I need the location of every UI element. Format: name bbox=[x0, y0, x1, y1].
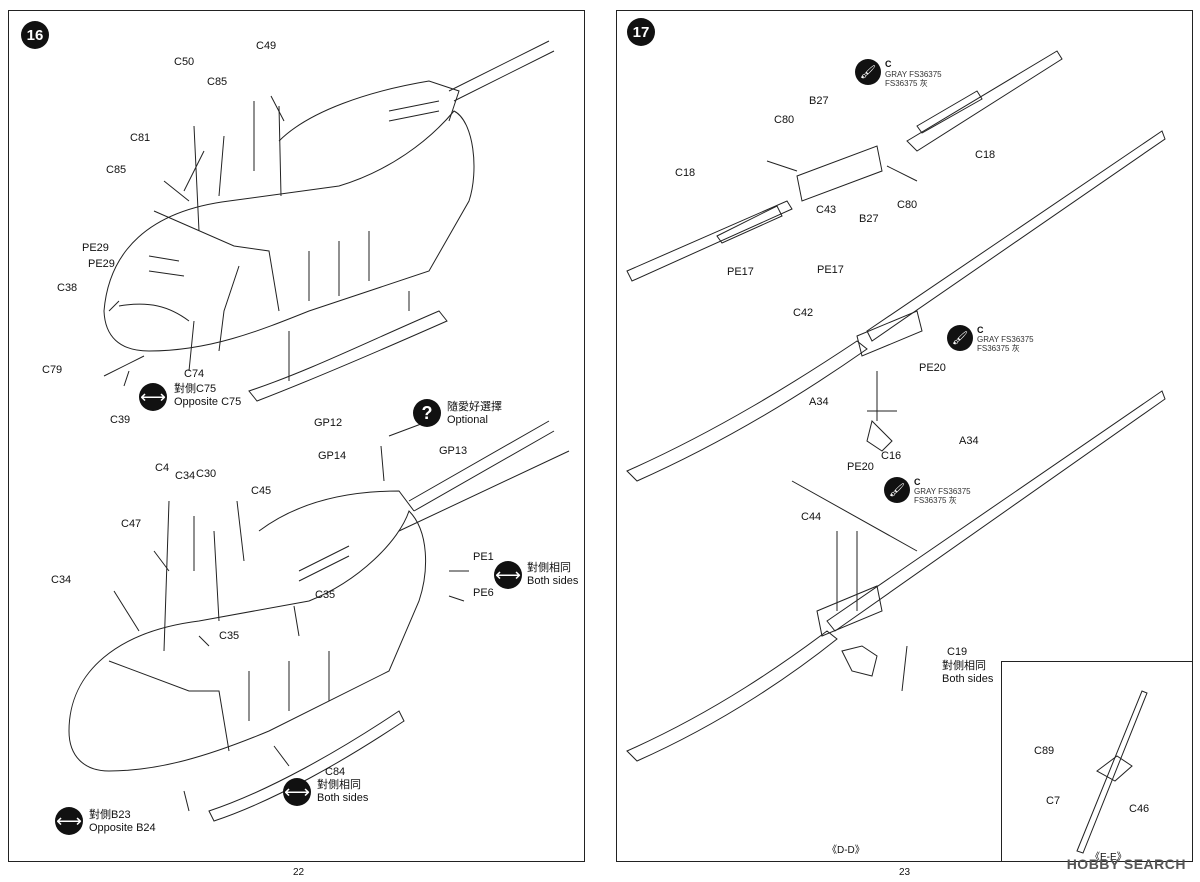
part-label: PE20 bbox=[847, 461, 874, 473]
paint-line: FS36375 灰 bbox=[914, 496, 957, 506]
part-label: A34 bbox=[959, 435, 979, 447]
paint-line: FS36375 灰 bbox=[977, 344, 1020, 354]
part-label: C38 bbox=[57, 282, 78, 294]
paint-brush-icon: 🖌 bbox=[855, 59, 881, 85]
note-cn: 對側C75 bbox=[174, 383, 217, 395]
part-label: C89 bbox=[1034, 745, 1055, 757]
part-label: C85 bbox=[106, 164, 127, 176]
rotor-diagram bbox=[626, 50, 1166, 854]
part-label: C47 bbox=[121, 518, 142, 530]
note-cn: 隨愛好選擇 bbox=[447, 401, 502, 413]
part-label: B27 bbox=[809, 95, 829, 107]
step-number-icon: 16 bbox=[21, 21, 49, 49]
paint-color: GRAY FS36375 FS36375 灰 bbox=[885, 70, 942, 88]
part-label: C19 bbox=[947, 646, 968, 658]
part-label: C42 bbox=[793, 307, 814, 319]
both-sides-note: 對側相同 Both sides bbox=[942, 660, 993, 686]
step-number-icon: 17 bbox=[627, 18, 655, 46]
part-label: C35 bbox=[219, 630, 240, 642]
part-label: A34 bbox=[809, 396, 829, 408]
part-label: B27 bbox=[859, 213, 879, 225]
part-label: C16 bbox=[881, 450, 902, 462]
part-label: C46 bbox=[1129, 803, 1150, 815]
double-arrow-icon: ⟷ bbox=[494, 561, 522, 589]
note-en: Both sides bbox=[317, 792, 369, 805]
paint-brush-icon: 🖌 bbox=[884, 477, 910, 503]
part-label: C39 bbox=[110, 414, 131, 426]
note-en: Both sides bbox=[527, 575, 579, 588]
part-label: C84 bbox=[325, 766, 346, 778]
double-arrow-icon: ⟷ bbox=[55, 807, 83, 835]
part-label: PE17 bbox=[727, 266, 754, 278]
paint-brush-icon: 🖌 bbox=[947, 325, 973, 351]
part-label: C35 bbox=[315, 589, 336, 601]
part-label: C7 bbox=[1046, 795, 1061, 807]
part-label: C85 bbox=[207, 76, 228, 88]
paint-line: GRAY FS36375 bbox=[885, 70, 942, 79]
section-label: 《D-D》 bbox=[827, 845, 865, 856]
part-label: C18 bbox=[975, 149, 996, 161]
both-sides-note: 對側相同 Both sides bbox=[317, 779, 368, 805]
part-label: C43 bbox=[816, 204, 837, 216]
part-label: C34 bbox=[175, 470, 196, 482]
part-label: PE1 bbox=[473, 551, 494, 563]
note-en: Opposite B24 bbox=[89, 822, 156, 835]
paint-line: GRAY FS36375 bbox=[914, 487, 971, 496]
part-label: PE20 bbox=[919, 362, 946, 374]
note-en: Both sides bbox=[942, 673, 994, 686]
part-label: C81 bbox=[130, 132, 151, 144]
part-label: C18 bbox=[675, 167, 696, 179]
part-label: PE29 bbox=[82, 242, 109, 254]
part-label: GP14 bbox=[318, 450, 347, 462]
part-label: C80 bbox=[774, 114, 795, 126]
paint-color: GRAY FS36375 FS36375 灰 bbox=[914, 487, 971, 505]
part-label: PE6 bbox=[473, 587, 494, 599]
part-label: C49 bbox=[256, 40, 277, 52]
instruction-page-left: 16 C49 C50 C85 C81 C85 PE29 PE29 C38 C79… bbox=[8, 10, 585, 878]
helicopter-diagram-top bbox=[103, 40, 555, 402]
part-label: PE17 bbox=[817, 264, 844, 276]
note-cn: 對側B23 bbox=[89, 809, 131, 821]
part-label: C30 bbox=[196, 468, 217, 480]
helicopter-diagram-bottom bbox=[68, 420, 570, 822]
paint-line: GRAY FS36375 bbox=[977, 335, 1034, 344]
paint-code: C bbox=[914, 477, 921, 487]
part-label: C74 bbox=[184, 368, 205, 380]
part-label: C50 bbox=[174, 56, 195, 68]
paint-line: FS36375 灰 bbox=[885, 79, 928, 89]
watermark-logo: HOBBY SEARCH bbox=[1066, 856, 1186, 872]
part-label: C79 bbox=[42, 364, 63, 376]
part-label: GP12 bbox=[314, 417, 343, 429]
page-number: 23 bbox=[899, 867, 911, 878]
part-label: C45 bbox=[251, 485, 272, 497]
opposite-note: 對側B23 Opposite B24 bbox=[89, 809, 156, 835]
part-label: C4 bbox=[155, 462, 170, 474]
paint-code: C bbox=[977, 325, 984, 335]
question-icon: ? bbox=[413, 399, 441, 427]
page-number: 22 bbox=[293, 867, 305, 878]
note-cn: 對側相同 bbox=[317, 779, 361, 791]
double-arrow-icon: ⟷ bbox=[283, 778, 311, 806]
note-en: Opposite C75 bbox=[174, 396, 242, 409]
part-label: C44 bbox=[801, 511, 822, 523]
paint-code: C bbox=[885, 59, 892, 69]
detail-inset-ee: C89 C7 C46 《E-E》 bbox=[1001, 661, 1192, 863]
part-label: C34 bbox=[51, 574, 72, 586]
section-label: 《E-E》 bbox=[1090, 852, 1127, 863]
note-cn: 對側相同 bbox=[527, 562, 571, 574]
part-label: C80 bbox=[897, 199, 918, 211]
optional-note: 隨愛好選擇 Optional bbox=[447, 401, 502, 427]
double-arrow-icon: ⟷ bbox=[139, 383, 167, 411]
note-cn: 對側相同 bbox=[942, 660, 986, 672]
both-sides-note: 對側相同 Both sides bbox=[527, 562, 578, 588]
part-label: PE29 bbox=[88, 258, 115, 270]
instruction-page-right: 17 🖌 C GRAY FS36375 FS36375 灰 🖌 C GRAY F… bbox=[616, 10, 1193, 878]
note-en: Optional bbox=[447, 414, 488, 427]
paint-color: GRAY FS36375 FS36375 灰 bbox=[977, 335, 1034, 353]
opposite-note: 對側C75 Opposite C75 bbox=[174, 383, 241, 409]
part-label: GP13 bbox=[439, 445, 468, 457]
